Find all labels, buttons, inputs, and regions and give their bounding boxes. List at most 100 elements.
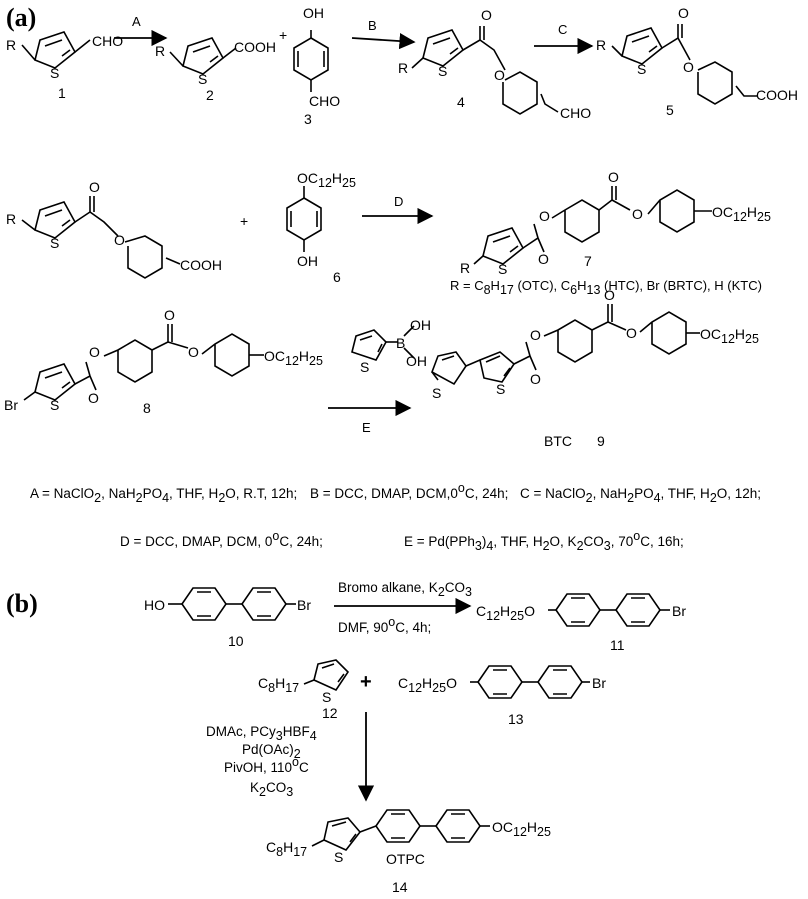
- compound-number: 7: [584, 253, 592, 269]
- sulfur-atom: S: [498, 261, 507, 277]
- compound-7: R S O O O O OC12H25 7: [460, 169, 771, 277]
- sulfur-atom: S: [432, 385, 441, 401]
- bromine-atom: Br: [4, 397, 18, 413]
- bromine-atom: Br: [672, 603, 686, 619]
- compound-name: OTPC: [386, 851, 425, 867]
- reaction-conditions-e: E = Pd(PPh3)4, THF, H2O, K2CO3, 70oC, 16…: [404, 529, 684, 553]
- octyl-chain: C8H17: [258, 675, 299, 695]
- compound-13: C12H25O Br 13: [398, 665, 606, 727]
- compound-2: R S COOH 2: [155, 37, 276, 103]
- compound-11: C12H25O Br 11: [476, 593, 686, 653]
- sulfur-atom: S: [50, 65, 59, 81]
- cho-group: CHO: [560, 105, 591, 121]
- compound-number: 3: [304, 111, 312, 127]
- sulfur-atom: S: [438, 63, 447, 79]
- compound-5: R S O O COOH 5: [596, 5, 798, 118]
- sulfur-atom: S: [322, 689, 331, 705]
- reaction-conditions-d: D = DCC, DMAP, DCM, 0oC, 24h;: [120, 529, 323, 549]
- dodecyloxy-group: OC12H25: [492, 819, 551, 839]
- carbonyl-oxygen: O: [89, 179, 100, 195]
- plus-sign: +: [279, 27, 287, 43]
- ester-oxygen: O: [89, 344, 100, 360]
- arrow-label-a: A: [132, 14, 141, 29]
- hydroxyl-group: OH: [303, 5, 324, 21]
- reaction-conditions-line-1: A = NaClO2, NaH2PO4, THF, H2O, R.T, 12h;: [30, 486, 297, 505]
- bromine-atom: Br: [297, 597, 311, 613]
- bromine-atom: Br: [592, 675, 606, 691]
- ester-oxygen: O: [114, 232, 125, 248]
- carbonyl-oxygen: O: [604, 287, 615, 303]
- reaction-conditions-c: C = NaClO2, NaH2PO4, THF, H2O, 12h;: [520, 486, 761, 505]
- compound-number: 8: [143, 400, 151, 416]
- compound-number: 1: [58, 85, 66, 101]
- dodecyloxy-group: OC12H25: [297, 170, 356, 190]
- ester-oxygen: O: [683, 59, 694, 75]
- compound-number: 4: [457, 94, 465, 110]
- compound-number: 13: [508, 711, 524, 727]
- compound-1: R S CHO 1: [6, 31, 123, 101]
- cooh-group: COOH: [756, 87, 798, 103]
- compound-number: 14: [392, 879, 408, 895]
- sulfur-atom: S: [637, 61, 646, 77]
- r-group: R: [596, 37, 606, 53]
- hydroxyl-group: OH: [297, 253, 318, 269]
- carbonyl-oxygen: O: [88, 390, 99, 406]
- cho-group: CHO: [309, 93, 340, 109]
- r-group: R: [6, 37, 16, 53]
- cho-group: CHO: [92, 33, 123, 49]
- dodecyloxy-group: OC12H25: [264, 348, 323, 368]
- compound-name: BTC: [544, 433, 572, 449]
- plus-sign: +: [360, 671, 372, 693]
- boron-atom: B: [396, 335, 405, 351]
- panel-a-label: (a): [6, 3, 36, 32]
- sulfur-atom: S: [496, 381, 505, 397]
- cooh-group: COOH: [234, 39, 276, 55]
- arrow-label-c: C: [558, 22, 567, 37]
- sulfur-atom: S: [50, 397, 59, 413]
- arrow-label-b: B: [368, 18, 377, 33]
- arrow-label-e: E: [362, 420, 371, 435]
- r-group: R: [155, 43, 165, 59]
- arrow-label-d: D: [394, 194, 403, 209]
- coupling-catalyst: Pd(OAc)2: [242, 742, 301, 761]
- compound-8: Br S O O O O OC12H25 8: [4, 307, 323, 416]
- ester-oxygen: O: [626, 325, 637, 341]
- compound-10: HO Br 10: [144, 587, 311, 649]
- compound-number: 6: [333, 269, 341, 285]
- carbonyl-oxygen: O: [164, 307, 175, 323]
- compound-number: 12: [322, 705, 338, 721]
- compound-3: OH CHO 3: [293, 5, 340, 127]
- compound-14: C8H17 S OC12H25 OTPC 14: [266, 809, 551, 895]
- compound-12: C8H17 S 12: [258, 659, 350, 721]
- carbonyl-oxygen: O: [481, 7, 492, 23]
- acid-reactant: R S O O COOH: [6, 179, 222, 279]
- coupling-temperature: PivOH, 110oC: [224, 755, 309, 775]
- ester-oxygen: O: [632, 206, 643, 222]
- dodecyl-chain: C12H25O: [398, 675, 457, 695]
- r-group: R: [398, 60, 408, 76]
- carbonyl-oxygen: O: [538, 251, 549, 267]
- compound-4: R S O O CHO 4: [398, 7, 591, 121]
- dodecyloxy-group: OC12H25: [700, 326, 759, 346]
- hydroxyl-group: OH: [410, 317, 431, 333]
- alkylation-conditions: DMF, 90oC, 4h;: [338, 615, 431, 635]
- compound-6: OC12H25 OH 6: [286, 170, 356, 285]
- compound-number: 9: [597, 433, 605, 449]
- carbonyl-oxygen: O: [530, 371, 541, 387]
- octyl-chain: C8H17: [266, 839, 307, 859]
- sulfur-atom: S: [334, 849, 343, 865]
- coupling-base: K2CO3: [250, 780, 293, 799]
- ester-oxygen: O: [494, 67, 505, 83]
- dodecyl-chain: C12H25O: [476, 603, 535, 623]
- r-group: R: [460, 260, 470, 276]
- reaction-arrow-b: [351, 32, 416, 50]
- alkylation-reagents: Bromo alkane, K2CO3: [338, 580, 472, 599]
- r-group: R: [6, 211, 16, 227]
- plus-sign: +: [240, 213, 248, 229]
- thiophene-boronic-acid: S B OH OH: [351, 317, 431, 375]
- compound-number: 10: [228, 633, 244, 649]
- ester-oxygen: O: [530, 327, 541, 343]
- hydroxyl-group: OH: [406, 353, 427, 369]
- reaction-conditions-b: B = DCC, DMAP, DCM,0oC, 24h;: [310, 481, 508, 501]
